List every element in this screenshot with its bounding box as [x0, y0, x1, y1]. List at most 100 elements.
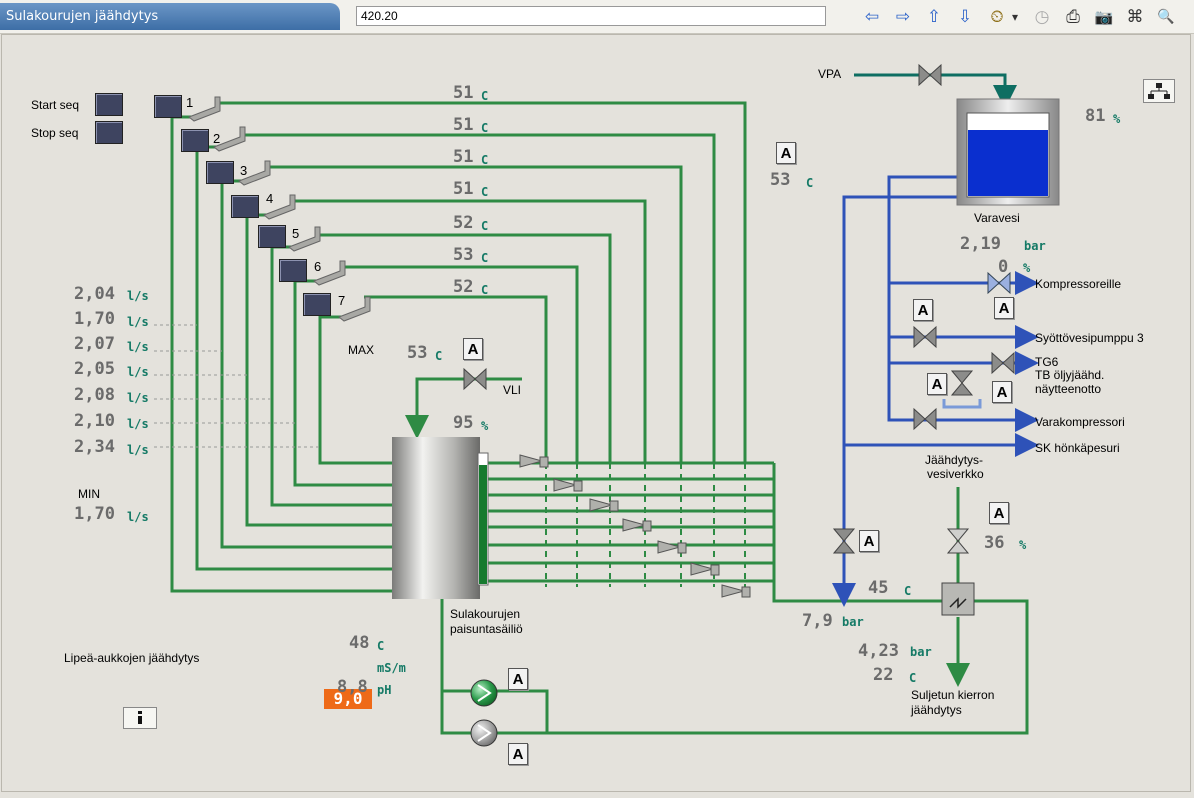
unit-c: C — [377, 639, 385, 653]
auto-button-pump-1[interactable]: A — [508, 668, 528, 690]
camera-icon[interactable]: 📷 — [1094, 8, 1114, 26]
unit-c: C — [481, 153, 489, 167]
tg6-label: TG6 — [1035, 355, 1059, 369]
flow-value: 2,05 — [74, 359, 115, 379]
auto-button-tb-1[interactable]: A — [927, 373, 947, 395]
varavesi-label: Varavesi — [974, 211, 1020, 225]
tank-level-fill — [479, 465, 487, 584]
tag-input[interactable] — [356, 6, 826, 26]
unit-ls: l/s — [127, 510, 149, 524]
auto-button-cooling-net[interactable]: A — [989, 502, 1009, 524]
vli-temp: 53 — [407, 343, 428, 363]
kompressoreille-valve — [987, 271, 1011, 295]
syottovesi-label: Syöttövesipumppu 3 — [1035, 331, 1144, 345]
unit-ls: l/s — [127, 315, 149, 329]
channel-button-4[interactable] — [231, 195, 259, 218]
channel-button-2[interactable] — [181, 129, 209, 152]
varakompressori-label: Varakompressori — [1035, 415, 1125, 429]
arrow-up-icon[interactable]: ⇧ — [926, 7, 942, 27]
lipea-info-button[interactable] — [123, 707, 157, 729]
channel-number: 4 — [266, 191, 274, 206]
vli-label: VLI — [503, 383, 522, 397]
title-bar: Sulakourujen jäähdytys ⇦ ⇨ ⇧ ⇩ ⏲ ▾ ◷ ⎙ 📷… — [0, 0, 1194, 34]
channel-temp: 52 — [453, 277, 474, 297]
unit-c: C — [909, 671, 917, 685]
sk-label: SK hönkäpesuri — [1035, 441, 1120, 455]
arrow-down-icon[interactable]: ⇩ — [957, 7, 973, 27]
channel-button-6[interactable] — [279, 259, 307, 282]
varavesi-pressure: 2,19 — [960, 234, 1001, 254]
arrow-right-icon[interactable]: ⇨ — [895, 7, 911, 27]
max-label: MAX — [348, 343, 375, 357]
auto-button-return[interactable]: A — [776, 142, 796, 164]
channel-button-7[interactable] — [303, 293, 331, 316]
unit-pct: % — [1019, 538, 1027, 552]
check-valves — [519, 454, 751, 598]
printer-icon[interactable]: ⎙ — [1066, 7, 1080, 27]
unit-ls: l/s — [127, 443, 149, 457]
cooling-net-label-1: Jäähdytys- — [925, 453, 984, 467]
network-icon[interactable] — [1143, 79, 1175, 103]
unit-pct: % — [481, 419, 489, 433]
start-seq-label: Start seq — [31, 98, 80, 112]
unit-pct: % — [1113, 112, 1121, 126]
arrow-left-icon[interactable]: ⇦ — [864, 7, 880, 27]
unit-ls: l/s — [127, 340, 149, 354]
compass-icon[interactable]: ◷ — [1034, 7, 1050, 27]
trend-icon[interactable]: ⌘ — [1126, 7, 1144, 27]
auto-button-tb-2[interactable]: A — [992, 381, 1012, 403]
tank-label-2: paisuntasäiliö — [450, 622, 523, 636]
auto-button-syottovesi[interactable]: A — [913, 299, 933, 321]
auto-button-pump-2[interactable]: A — [508, 743, 528, 765]
kompressoreille-valve-pct: 0 — [998, 257, 1009, 277]
heat-exchanger — [941, 582, 975, 616]
unit-c: C — [481, 283, 489, 297]
clock-icon[interactable]: ⏲ — [990, 7, 1004, 27]
window-title: Sulakourujen jäähdytys — [0, 3, 340, 30]
auto-button-supply[interactable]: A — [859, 530, 879, 552]
closed-loop-label-2: jäähdytys — [911, 703, 962, 717]
channel-button-1[interactable] — [154, 95, 182, 118]
unit-pct: % — [1023, 261, 1031, 275]
unit-c: C — [481, 185, 489, 199]
main-tank — [392, 437, 480, 599]
flow-value: 2,34 — [74, 437, 115, 457]
start-seq-button[interactable] — [95, 93, 123, 116]
wq-temp: 48 — [349, 633, 370, 653]
channel-temp: 51 — [453, 147, 474, 167]
tank-label-1: Sulakourujen — [450, 607, 521, 621]
auto-button-kompressoreille[interactable]: A — [994, 297, 1014, 319]
channel-button-5[interactable] — [258, 225, 286, 248]
unit-c: C — [481, 251, 489, 265]
channel-temp: 51 — [453, 179, 474, 199]
unit-ph: pH — [377, 683, 392, 697]
flow-value: 2,07 — [74, 334, 115, 354]
ph-value: 8,8 — [337, 677, 368, 697]
stop-seq-button[interactable] — [95, 121, 123, 144]
stop-seq-label: Stop seq — [31, 126, 79, 140]
process-canvas: Start seq Stop seq 1 2 3 4 5 6 7 51 C 51… — [1, 34, 1191, 792]
auto-button-vli[interactable]: A — [463, 338, 483, 360]
unit-ls: l/s — [127, 391, 149, 405]
unit-bar: bar — [910, 645, 932, 659]
channel-button-3[interactable] — [206, 161, 234, 184]
zoom-icon[interactable]: 🔍 — [1157, 9, 1175, 25]
unit-c: C — [435, 349, 443, 363]
unit-c: C — [481, 219, 489, 233]
pump-running — [470, 679, 498, 707]
flow-value: 2,08 — [74, 385, 115, 405]
unit-ls: l/s — [127, 365, 149, 379]
naytteenotto-label: näytteenotto — [1035, 382, 1102, 396]
varavesi-level-fill — [968, 130, 1048, 196]
supply-temp: 45 — [868, 578, 889, 598]
tank-level-value: 95 — [453, 413, 474, 433]
sample-valve — [942, 370, 982, 409]
unit-ls: l/s — [127, 417, 149, 431]
channel-temp: 51 — [453, 115, 474, 135]
unit-ms: mS/m — [377, 661, 406, 675]
pump-standby — [470, 719, 498, 747]
kompressoreille-label: Kompressoreille — [1035, 277, 1122, 291]
dropdown-icon[interactable]: ▾ — [1011, 10, 1019, 24]
channel-number: 6 — [314, 259, 322, 274]
flow-value: 2,04 — [74, 284, 115, 304]
